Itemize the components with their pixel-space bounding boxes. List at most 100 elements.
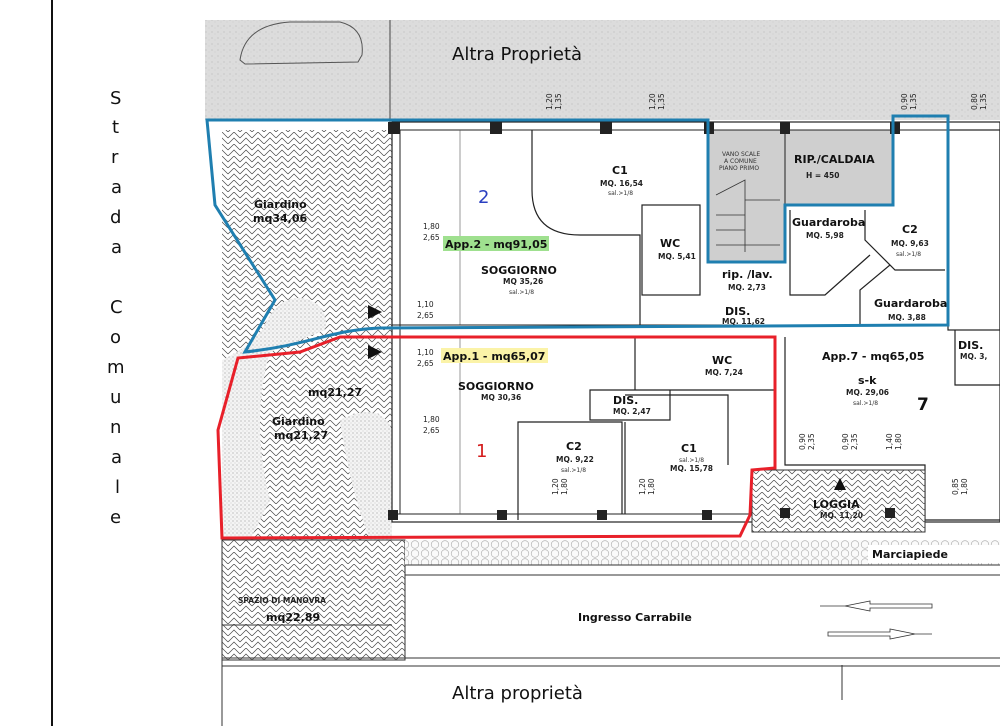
svg-text:1,20: 1,20	[551, 478, 560, 495]
svg-text:1,20: 1,20	[648, 93, 657, 110]
arrow-right-icon	[827, 628, 932, 640]
apt2-garden-name: Giardino	[254, 198, 307, 211]
maneuver-name: SPAZIO DI MANOVRA	[238, 596, 326, 605]
svg-text:1,80: 1,80	[560, 478, 569, 495]
apt2-living-area: MQ 35,26	[503, 277, 543, 286]
wardrobe1-area: MQ. 5,98	[806, 231, 844, 240]
apt1-garden-name: Giardino	[272, 415, 325, 428]
apt2-number: 2	[478, 187, 489, 208]
svg-text:m: m	[107, 357, 125, 378]
entrance-arrow-icon	[368, 305, 382, 359]
apt7-sk-note: sal.>1/8	[853, 400, 878, 407]
apt1-outline	[216, 335, 777, 540]
driveway-label: Ingresso Carrabile	[578, 611, 692, 624]
apt1-c1-name: C1	[681, 442, 697, 455]
apt2-living-name: SOGGIORNO	[481, 264, 557, 277]
boiler-room-height: H = 450	[806, 171, 839, 180]
apt7-dis-area: MQ. 3,	[960, 352, 988, 361]
wardrobe2-name: Guardaroba	[874, 297, 947, 310]
loggia-area: MQ. 11,20	[820, 511, 863, 520]
apt1-c2-name: C2	[566, 440, 582, 453]
arrow-left-icon	[820, 600, 933, 612]
svg-text:0,85: 0,85	[951, 478, 960, 495]
svg-text:1,80: 1,80	[647, 478, 656, 495]
apt2-dis-area: MQ. 11,62	[722, 317, 765, 326]
svg-text:1,35: 1,35	[979, 93, 988, 110]
stairs-icon	[715, 179, 780, 252]
stairwell-label: PIANO PRIMO	[719, 165, 759, 172]
svg-text:1,35: 1,35	[909, 93, 918, 110]
stairwell-label: VANO SCALE	[722, 151, 760, 158]
apt7-title: App.7 - mq65,05	[822, 350, 924, 363]
apt7-dis-name: DIS.	[958, 339, 983, 352]
svg-text:2,65: 2,65	[417, 311, 434, 320]
svg-text:C: C	[110, 297, 123, 318]
apt2-living-note: sal.>1/8	[509, 289, 534, 296]
svg-text:S: S	[110, 88, 121, 109]
svg-text:1,20: 1,20	[545, 93, 554, 110]
svg-text:u: u	[110, 387, 121, 408]
top-neighbor-label: Altra Proprietà	[452, 44, 582, 65]
apt2-outline	[205, 114, 950, 354]
sidewalk-label: Marciapiede	[872, 548, 948, 561]
svg-text:1,80: 1,80	[423, 222, 440, 231]
svg-text:1,10: 1,10	[417, 300, 434, 309]
apt2-wc-area: MQ. 5,41	[658, 252, 696, 261]
svg-text:n: n	[110, 417, 121, 438]
laundry-name: rip. /lav.	[722, 268, 773, 281]
wardrobe1-name: Guardaroba	[792, 216, 865, 229]
svg-text:1,35: 1,35	[554, 93, 563, 110]
svg-text:a: a	[111, 237, 122, 258]
svg-text:1,80: 1,80	[894, 433, 903, 450]
maneuver-area	[221, 539, 406, 661]
apt1-dis-area: MQ. 2,47	[613, 407, 651, 416]
apt1-living-name: SOGGIORNO	[458, 380, 534, 393]
wardrobe2-area: MQ. 3,88	[888, 313, 926, 322]
neighbor-property-top	[205, 20, 1000, 120]
apt7-sk-area: MQ. 29,06	[846, 388, 889, 397]
svg-text:d: d	[110, 207, 121, 228]
apt2-dis-name: DIS.	[725, 305, 750, 318]
apt1-wc-area: MQ. 7,24	[705, 368, 743, 377]
building-outline	[391, 121, 1000, 523]
apt1-c2-area: MQ. 9,22	[556, 455, 594, 464]
svg-text:1,80: 1,80	[423, 415, 440, 424]
maneuver-area-label: mq22,89	[266, 611, 320, 624]
svg-text:2,65: 2,65	[423, 426, 440, 435]
apt2-c2-name: C2	[902, 223, 918, 236]
svg-text:2,65: 2,65	[417, 359, 434, 368]
apt2-c2-area: MQ. 9,63	[891, 239, 929, 248]
apt1-c1-note: sal.>1/8	[679, 457, 704, 464]
stairwell	[707, 129, 786, 263]
apt2-c1-note: sal.>1/8	[608, 190, 633, 197]
stairwell-label: A COMUNE	[724, 158, 757, 165]
svg-text:0,90: 0,90	[798, 433, 807, 450]
boiler-room-name: RIP./CALDAIA	[794, 153, 875, 166]
window-dimensions: 1,802,65 1,102,65 1,102,65 1,802,65 1,20…	[417, 93, 988, 495]
svg-text:2,35: 2,35	[850, 433, 859, 450]
street-label-vertical: S t r a d a C o m u n a l e	[107, 88, 125, 528]
apt1-garden-area-alt: mq21,27	[308, 386, 362, 399]
apt1-garden-area: mq21,27	[274, 429, 328, 442]
svg-text:o: o	[110, 327, 121, 348]
laundry-area: MQ. 2,73	[728, 283, 766, 292]
apt2-c1-name: C1	[612, 164, 628, 177]
apt2-c2-note: sal.>1/8	[896, 251, 921, 258]
svg-text:t: t	[112, 117, 119, 138]
svg-text:l: l	[115, 477, 120, 498]
apt2-wc-name: WC	[660, 237, 680, 250]
apt1-highlight	[441, 348, 548, 363]
svg-text:r: r	[111, 147, 119, 168]
svg-text:1,20: 1,20	[638, 478, 647, 495]
apt7-sk-name: s-k	[858, 374, 877, 387]
boiler-room	[784, 129, 894, 206]
svg-text:2,35: 2,35	[807, 433, 816, 450]
apt2-wc-room	[641, 204, 701, 296]
svg-text:e: e	[110, 507, 121, 528]
svg-text:0,90: 0,90	[900, 93, 909, 110]
apt2-c1-area: MQ. 16,54	[600, 179, 643, 188]
apt1-living-area: MQ 30,36	[481, 393, 521, 402]
apt2-garden-area: mq34,06	[253, 212, 307, 225]
svg-text:1,10: 1,10	[417, 348, 434, 357]
apt1-wc-name: WC	[712, 354, 732, 367]
